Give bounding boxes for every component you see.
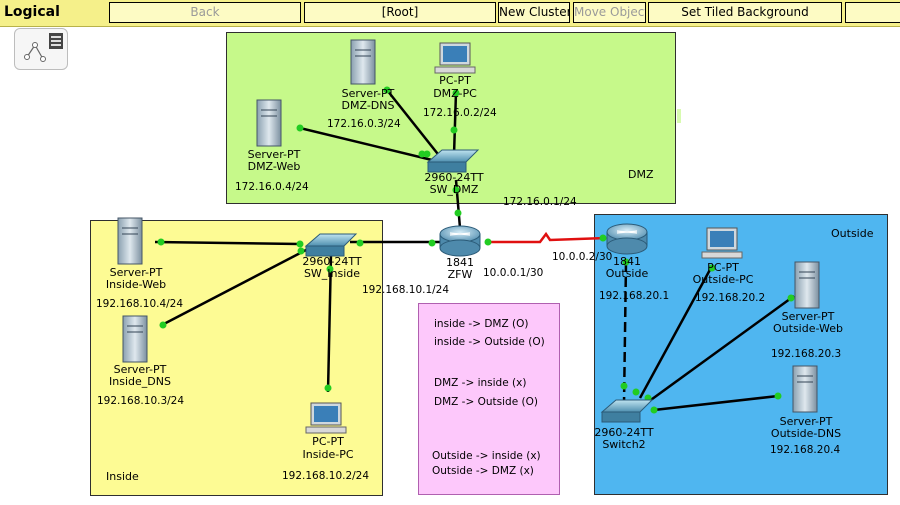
pc-icon-dmz-pc[interactable] <box>434 42 476 74</box>
server-icon-outside-web[interactable] <box>794 261 820 309</box>
network-links <box>154 89 795 412</box>
policy-line: Outside -> inside (x) <box>432 450 541 462</box>
new-cluster-button[interactable]: New Cluster <box>498 2 570 23</box>
device-type-sw-inside: 2960-24TT <box>302 255 362 268</box>
router-icon-outside[interactable] <box>606 223 648 255</box>
device-name-inside-web: Inside-Web <box>105 278 167 291</box>
outside-cluster[interactable] <box>594 214 888 495</box>
device-name-sw-dmz: SW_DMZ <box>429 183 479 196</box>
policy-line: DMZ -> inside (x) <box>434 377 527 389</box>
link-dmzdns-swdmz[interactable] <box>386 89 446 164</box>
device-type-switch2: 2960-24TT <box>594 426 654 439</box>
root-button[interactable]: [Root] <box>304 2 496 23</box>
device-name-zfw: ZFW <box>447 268 473 281</box>
device-type-inside-pc: PC-PT <box>312 435 344 448</box>
set-tiled-background-button[interactable]: Set Tiled Background <box>648 2 842 23</box>
ip-label-dmz-pc: 172.16.0.2/24 <box>423 107 497 119</box>
server-icon-dmz-web[interactable] <box>256 99 282 147</box>
link-insidedns-swinside[interactable] <box>159 248 307 328</box>
switch-icon-sw-dmz[interactable] <box>426 149 480 173</box>
device-type-sw-dmz: 2960-24TT <box>424 171 484 184</box>
ip-label-outside-pc: 192.168.20.2 <box>695 292 766 304</box>
device-name-dmz-pc: DMZ-PC <box>433 87 477 100</box>
link-insidepc-swinside[interactable] <box>326 253 333 393</box>
ip-label-inside-pc: 192.168.10.2/24 <box>282 470 370 482</box>
view-title: Logical <box>4 4 60 20</box>
policy-line: inside -> DMZ (O) <box>434 318 529 330</box>
device-name-dmz-dns: DMZ-DNS <box>341 99 395 112</box>
policy-line: Outside -> DMZ (x) <box>432 465 534 477</box>
pc-icon-inside-pc[interactable] <box>305 402 347 434</box>
link-outsidedns-switch2[interactable] <box>653 394 779 412</box>
ip-label-dmz-web: 172.16.0.4/24 <box>235 181 309 193</box>
device-type-dmz-dns: Server-PT <box>341 87 395 100</box>
back-button[interactable]: Back <box>109 2 301 23</box>
device-name-outside-dns: Outside-DNS <box>770 427 842 440</box>
device-type-dmz-web: Server-PT <box>247 148 301 161</box>
dmz-cluster-label: DMZ <box>628 168 654 181</box>
device-type-zfw: 1841 <box>446 256 474 269</box>
device-name-sw-inside: SW_Inside <box>303 267 361 280</box>
server-icon-inside-web[interactable] <box>117 217 143 265</box>
switch-icon-switch2[interactable] <box>600 399 654 423</box>
server-icon-inside-dns[interactable] <box>122 315 148 363</box>
device-type-outside-router: 1841 <box>613 255 641 268</box>
router-icon-zfw[interactable] <box>439 225 481 257</box>
switch-icon-sw-inside[interactable] <box>304 233 358 257</box>
link-outsideweb-switch2[interactable] <box>647 294 795 404</box>
ip-label-outside-lan: 192.168.20.1 <box>599 290 670 302</box>
server-icon-outside-dns[interactable] <box>792 365 818 413</box>
move-object-button[interactable]: Move Object <box>573 2 646 23</box>
device-name-inside-dns: Inside_DNS <box>109 375 171 388</box>
policy-line: inside -> Outside (O) <box>434 336 545 348</box>
serial-link-zfw-outside[interactable] <box>486 231 607 244</box>
link-dmzpc-swdmz[interactable] <box>452 91 458 156</box>
navigation-panel-icon[interactable] <box>14 28 68 70</box>
cluster-navigation-icon <box>24 33 63 62</box>
ip-label-outside-wan: 10.0.0.2/30 <box>552 251 613 263</box>
link-outsidepc-switch2[interactable] <box>638 265 714 399</box>
device-name-inside-pc: Inside-PC <box>302 448 354 461</box>
device-name-switch2: Switch2 <box>602 438 646 451</box>
device-type-dmz-pc: PC-PT <box>439 74 471 87</box>
link-dmzweb-swdmz[interactable] <box>299 126 433 162</box>
device-type-outside-dns: Server-PT <box>779 415 833 428</box>
pc-icon-outside-pc[interactable] <box>701 227 743 259</box>
ip-label-dmz-dns: 172.16.0.3/24 <box>327 118 401 130</box>
link-insideweb-swinside[interactable] <box>154 240 301 246</box>
device-type-inside-dns: Server-PT <box>113 363 167 376</box>
dmz-cluster-handle[interactable] <box>677 109 681 123</box>
ip-label-zfw-dmz: 172.16.0.1/24 <box>503 196 577 208</box>
outside-cluster-label: Outside <box>831 227 874 240</box>
device-name-outside-pc: Outside-PC <box>692 273 754 286</box>
ip-label-inside-dns: 192.168.10.3/24 <box>97 395 185 407</box>
ip-label-zfw-outside: 10.0.0.1/30 <box>483 267 544 279</box>
workspace-toolbar: Logical Back [Root] New Cluster Move Obj… <box>0 0 900 27</box>
inside-cluster-label: Inside <box>106 470 139 483</box>
device-name-outside-router: Outside <box>605 267 649 280</box>
device-name-outside-web: Outside-Web <box>773 322 843 335</box>
device-type-inside-web: Server-PT <box>109 266 163 279</box>
ip-label-outside-web: 192.168.20.3 <box>771 348 842 360</box>
device-type-outside-web: Server-PT <box>781 310 835 323</box>
device-name-dmz-web: DMZ-Web <box>247 160 301 173</box>
link-outside-switch2[interactable] <box>622 261 628 405</box>
device-type-outside-pc: PC-PT <box>707 261 739 274</box>
policy-line: DMZ -> Outside (O) <box>434 396 538 408</box>
server-icon-dmz-dns[interactable] <box>350 39 376 85</box>
ip-label-inside-web: 192.168.10.4/24 <box>96 298 184 310</box>
policy-note <box>418 303 560 495</box>
viewport-button[interactable] <box>845 2 900 23</box>
ip-label-outside-dns: 192.168.20.4 <box>770 444 841 456</box>
ip-label-zfw-inside: 192.168.10.1/24 <box>362 284 450 296</box>
